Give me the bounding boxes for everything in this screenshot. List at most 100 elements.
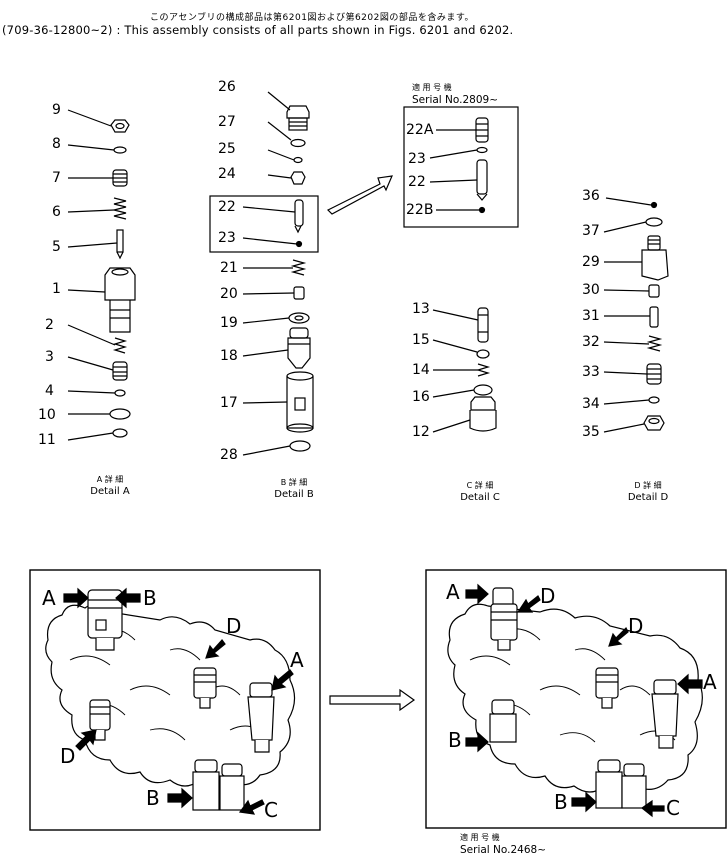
right-valve-block-outline: [447, 603, 703, 793]
label-b-20: 20: [220, 286, 238, 302]
part-18-poppet-icon: [287, 327, 311, 369]
part-3-seat-icon: [112, 361, 128, 381]
marker-right-c: C: [666, 796, 680, 820]
right-assembly-frame: [425, 569, 727, 829]
label-b2-23: 23: [408, 151, 426, 167]
marker-right-d-middle: D: [628, 614, 644, 638]
caption-detail-d: D 詳 細 Detail D: [616, 480, 680, 504]
label-d-33: 33: [582, 364, 600, 380]
part-14-spring-icon: [475, 363, 491, 377]
caption-detail-a-en: Detail A: [90, 486, 130, 497]
marker-right-b-bottom: B: [554, 790, 568, 814]
serial-2809-caption: 適 用 号 機 Serial No.2809~: [412, 82, 498, 106]
part-20-seat-icon: [293, 286, 305, 300]
detail-b2-parts: [403, 106, 519, 228]
left-valve-block-outline: [45, 603, 296, 787]
left-cartridge-d-left: [89, 699, 111, 741]
label-c-16: 16: [412, 389, 430, 405]
marker-left-d-left: D: [60, 744, 76, 768]
arrow-left-b-icon: [115, 587, 141, 609]
arrow-right-c-icon: [640, 799, 665, 818]
caption-detail-b-jp: B 詳 細: [280, 478, 308, 487]
left-cartridge-top: [87, 589, 123, 651]
label-a-11: 11: [38, 432, 56, 448]
arrow-left-a-icon: [63, 587, 89, 609]
serial-2809-en: Serial No.2809~: [412, 94, 498, 106]
caption-detail-a-jp: A 詳 細: [96, 475, 124, 484]
label-b-17: 17: [220, 395, 238, 411]
serial-2809-box: [403, 106, 519, 228]
part-8-oring-icon: [113, 146, 127, 154]
detail-a-parts: [67, 109, 136, 441]
detail-b-parts: [209, 91, 319, 456]
detail-b-subassembly-box: [209, 195, 319, 253]
part-22-spool-icon-2: [476, 159, 488, 195]
part-16-oring-icon: [473, 384, 493, 396]
left-cartridge-bc-bottom: [192, 759, 245, 811]
caption-detail-b: B 詳 細 Detail B: [262, 477, 326, 501]
marker-right-b-left: B: [448, 728, 462, 752]
marker-left-a-right: A: [290, 648, 304, 672]
arrow-right-d-middle-icon: [608, 626, 629, 647]
detail-c-parts: [432, 307, 497, 433]
label-b-24: 24: [218, 166, 236, 182]
arrow-right-b-left-icon: [465, 731, 489, 753]
serial-2468-caption: 適 用 号 機 Serial No.2468~: [460, 832, 546, 856]
header-english-note: (709-36-12800~2) : This assembly consist…: [2, 23, 514, 37]
right-cartridge-b-left: [489, 699, 517, 743]
part-17-sleeve-icon: [286, 371, 314, 433]
left-assembly: [29, 569, 321, 831]
arrow-left-a-right-icon: [271, 669, 294, 691]
part-22-spool-icon: [294, 199, 304, 227]
arrow-right-b-bottom-icon: [571, 791, 597, 813]
left-assembly-frame: [29, 569, 321, 831]
part-21-spring-icon: [290, 259, 307, 276]
part-26-plug-icon: [286, 105, 310, 131]
label-d-31: 31: [582, 308, 600, 324]
arrow-left-b-bottom-icon: [167, 787, 193, 809]
label-a-3: 3: [45, 349, 54, 365]
label-d-29: 29: [582, 254, 600, 270]
part-4-washer-icon: [114, 389, 126, 397]
label-a-4: 4: [45, 383, 54, 399]
part-35-nut-icon: [643, 415, 665, 431]
part-1-valve-body-icon: [104, 267, 136, 333]
label-d-37: 37: [582, 223, 600, 239]
marker-left-b-bottom: B: [146, 786, 160, 810]
caption-detail-a: A 詳 細 Detail A: [80, 474, 140, 498]
part-6-spring-icon: [113, 197, 127, 220]
arrow-left-c-icon: [238, 799, 265, 815]
label-b-23: 23: [218, 230, 236, 246]
caption-detail-d-en: Detail D: [627, 492, 669, 503]
label-c-15: 15: [412, 332, 430, 348]
label-b-27: 27: [218, 114, 236, 130]
marker-right-a-right: A: [703, 670, 717, 694]
caption-detail-d-jp: D 詳 細: [634, 481, 662, 490]
header-japanese-note: このアセンブリの構成部品は第6201図および第6202図の部品を含みます。: [150, 13, 474, 23]
label-a-8: 8: [52, 136, 61, 152]
caption-detail-c: C 詳 細 Detail C: [448, 480, 512, 504]
detail-d-parts: [603, 197, 669, 433]
label-d-32: 32: [582, 334, 600, 350]
left-cartridge-d-middle: [193, 667, 217, 709]
label-a-1: 1: [52, 281, 61, 297]
part-37-oring-icon: [645, 217, 663, 227]
part-15-seat-icon: [476, 349, 490, 359]
arrow-left-d-middle-icon: [205, 639, 226, 659]
part-11-ring-icon: [112, 428, 128, 438]
part-34-washer-icon: [648, 396, 660, 404]
label-a-7: 7: [52, 170, 61, 186]
part-22b-ball-icon: [478, 206, 486, 214]
part-9-nut-icon: [110, 119, 130, 133]
part-5-pin-icon: [116, 229, 124, 253]
part-36-ball-icon: [650, 201, 658, 209]
part-12-plug-icon: [469, 396, 497, 432]
arrow-right-a-top-icon: [465, 583, 489, 605]
part-29-plug-icon: [641, 235, 669, 281]
part-24-nut-icon: [290, 171, 306, 185]
part-28-oring-icon: [289, 440, 311, 452]
part-31-pin-icon: [649, 306, 659, 328]
marker-left-b-top: B: [143, 586, 157, 610]
label-c-13: 13: [412, 301, 430, 317]
